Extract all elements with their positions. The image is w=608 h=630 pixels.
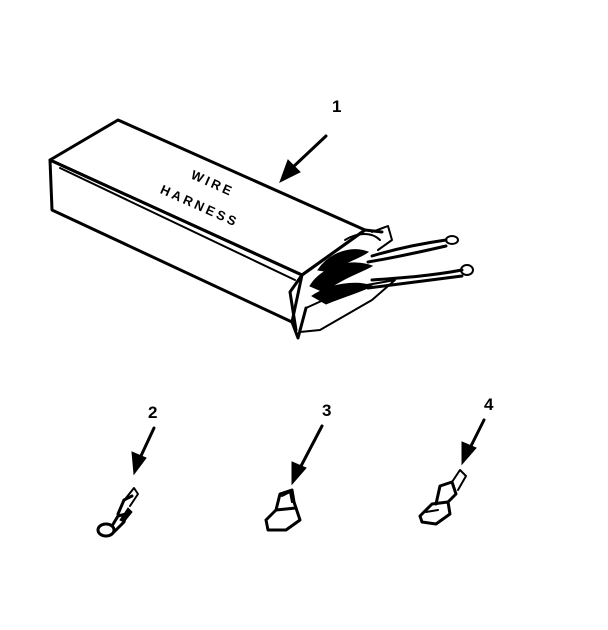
callout-4-number: 4: [484, 395, 494, 414]
callout-2-arrow: [138, 426, 156, 460]
ring-terminal: [96, 487, 139, 538]
spade-terminal: [418, 469, 467, 526]
wire-harness-box: WIRE HARNESS: [48, 118, 396, 340]
callout-4-arrow: [468, 418, 486, 450]
wire-coil: [309, 225, 474, 305]
callout-3-arrow: [298, 424, 324, 470]
callout-2-number: 2: [148, 403, 157, 422]
callout-1: 1: [279, 97, 341, 184]
callout-3-number: 3: [322, 401, 331, 420]
callout-4: 4: [461, 395, 494, 466]
box-label-line1: WIRE: [189, 167, 237, 199]
flag-terminal: [264, 488, 302, 532]
callout-3: 3: [291, 401, 331, 486]
callout-1-arrow: [290, 134, 328, 170]
callout-2: 2: [131, 403, 157, 476]
callout-1-number: 1: [332, 97, 341, 116]
box-label: WIRE HARNESS: [158, 167, 241, 230]
